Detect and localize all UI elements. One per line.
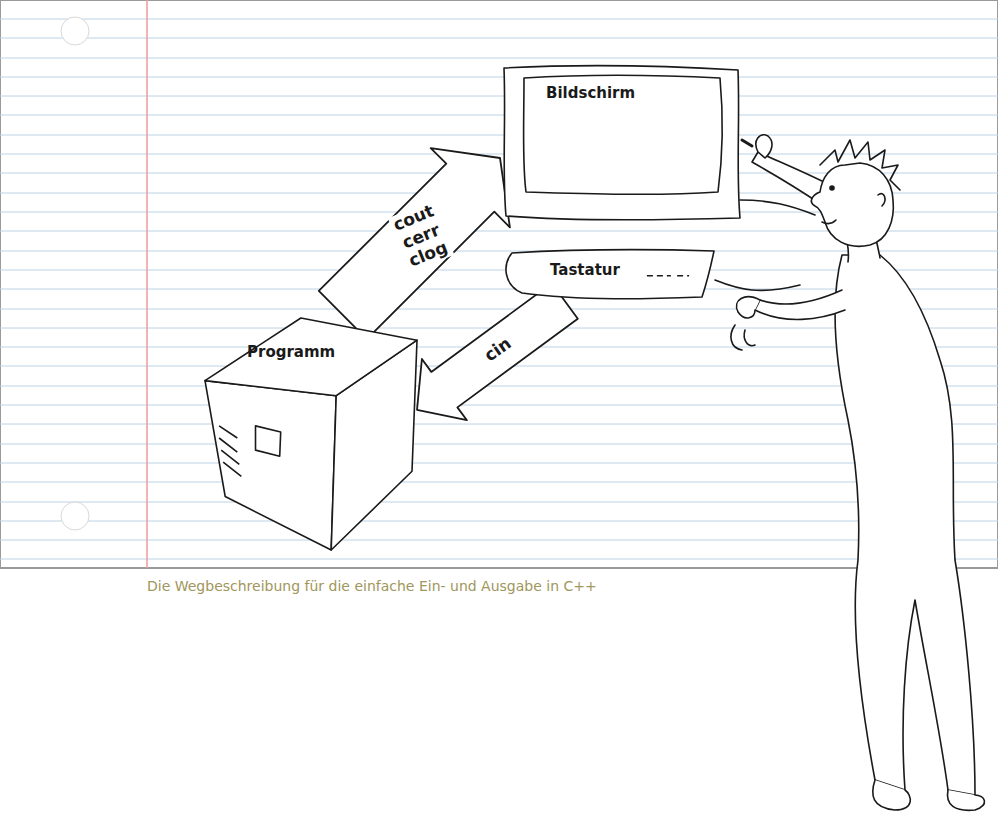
ruled-line: [0, 463, 998, 464]
stream-label: cout cerr clog: [388, 200, 454, 272]
keyboard-keys: [647, 275, 689, 277]
foot: [947, 790, 984, 810]
ruled-line: [0, 38, 998, 39]
node-label: Bildschirm: [546, 84, 635, 102]
ruled-line: [0, 19, 998, 20]
ruled-line: [0, 521, 998, 522]
cube-window: [256, 426, 281, 456]
keyboard-box: Tastatur: [500, 245, 716, 301]
eye: [830, 186, 834, 190]
cable-line: [740, 200, 815, 215]
ruled-line: [0, 154, 998, 155]
cable-line: [715, 280, 800, 290]
program-cube: Programm: [205, 315, 417, 552]
foot: [873, 780, 911, 810]
keyboard-outline: [506, 250, 714, 299]
hand: [737, 297, 760, 318]
cube-front: [205, 381, 336, 550]
stream-label: cin: [479, 332, 518, 368]
head: [811, 163, 893, 246]
gesture-fingers: [731, 325, 755, 350]
ruled-line: [0, 444, 998, 445]
ruled-line: [0, 502, 998, 503]
node-label: Programm: [247, 343, 335, 361]
node-label: Tastatur: [550, 261, 620, 279]
ruled-line: [0, 115, 998, 116]
ruled-line: [0, 58, 998, 59]
cube-top: [205, 318, 417, 396]
ear: [878, 194, 885, 206]
hair: [820, 140, 900, 190]
body-outline: [835, 255, 975, 795]
ruled-line: [0, 540, 998, 541]
punch-hole: [61, 17, 89, 45]
ruled-line: [0, 96, 998, 97]
mouth: [822, 220, 836, 224]
monitor-outline: [504, 66, 740, 220]
margin-line: [146, 0, 148, 568]
figure-caption: Die Wegbeschreibung für die einfache Ein…: [147, 578, 597, 594]
lower-arm: [755, 290, 845, 319]
ruled-line: [0, 482, 998, 483]
cube-vents: [219, 426, 241, 477]
punch-hole: [61, 502, 89, 530]
ruled-line: [0, 77, 998, 78]
block-arrow: [417, 283, 578, 420]
pen: [742, 140, 752, 146]
monitor-box: Bildschirm: [500, 62, 742, 222]
hand: [756, 135, 772, 158]
screen-outline: [524, 75, 723, 194]
ruled-line: [0, 559, 998, 560]
ruled-line: [0, 135, 998, 136]
block-arrow: [319, 148, 510, 339]
